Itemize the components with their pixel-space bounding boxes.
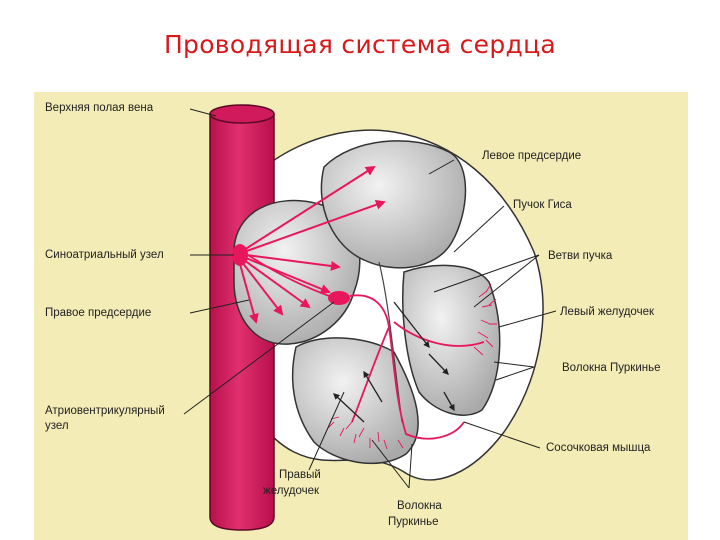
- label-right-ventricle-line1: Правый: [279, 469, 321, 481]
- purkinje-fibers: [327, 283, 497, 450]
- label-left-atrium: Левое предсердие: [482, 150, 582, 162]
- page-title: Проводящая система сердца: [163, 30, 557, 59]
- label-right-ventricle-line2: желудочек: [263, 485, 320, 497]
- label-bundle-branches: Ветви пучка: [548, 250, 613, 262]
- label-purkinje-fibers-right: Волокна Пуркинье: [562, 362, 661, 374]
- label-av-node-line1: Атриовентрикулярный: [45, 405, 165, 417]
- label-purkinje-fibers-bottom-line1: Волокна: [397, 500, 442, 512]
- label-bundle-of-his: Пучок Гиса: [513, 199, 572, 211]
- leader-lines: [183, 108, 557, 489]
- label-sa-node: Синоатриальный узел: [45, 249, 164, 261]
- av-node: [328, 291, 350, 305]
- flow-arrows: [333, 301, 455, 423]
- sa-conduction-arrows: [239, 165, 386, 324]
- label-right-atrium: Правое предсердие: [45, 307, 152, 319]
- label-left-ventricle: Левый желудочек: [560, 306, 654, 318]
- heart-diagram: [183, 104, 557, 531]
- left-atrium: [320, 140, 467, 269]
- left-ventricle: [402, 264, 501, 416]
- label-superior-vena-cava: Верхняя полая вена: [45, 102, 154, 114]
- label-purkinje-fibers-bottom-line2: Пуркинье: [388, 516, 439, 528]
- sa-node: [232, 244, 248, 266]
- label-av-node-line2: узел: [45, 420, 69, 432]
- conduction-pathway: [247, 254, 485, 440]
- label-papillary-muscle: Сосочковая мышца: [546, 442, 651, 454]
- right-ventricle: [291, 337, 419, 465]
